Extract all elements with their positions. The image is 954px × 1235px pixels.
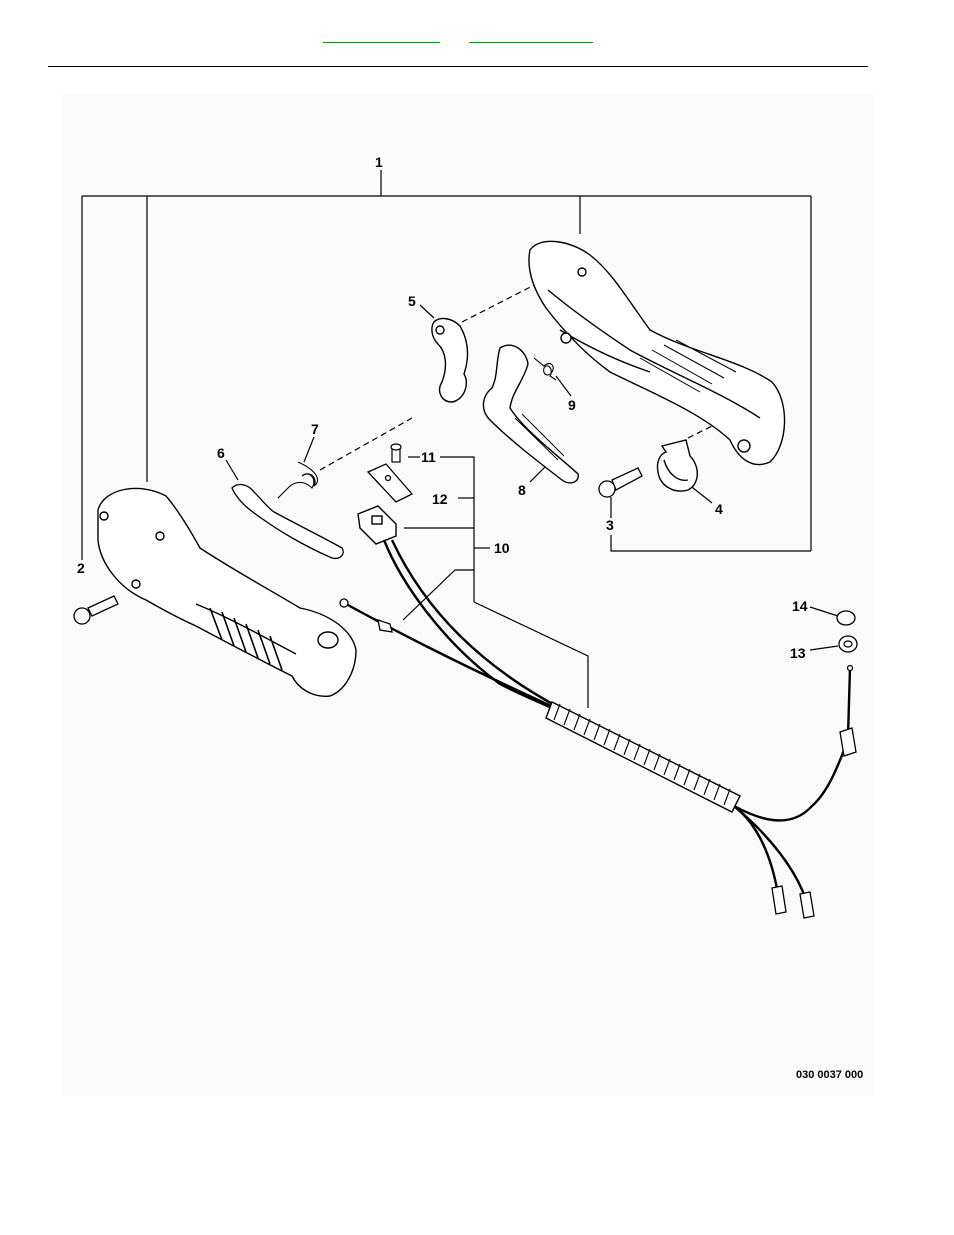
- spring-part-7: [278, 462, 317, 498]
- clip-part-12: [368, 464, 412, 502]
- nut-part-13: [839, 636, 857, 652]
- switch-part-10: [358, 506, 396, 544]
- throttle-trigger-part-8: [483, 345, 578, 483]
- callout-9: 9: [568, 397, 576, 413]
- clamp-part-4: [657, 440, 697, 491]
- screw-part-3: [599, 468, 642, 497]
- callout-1: 1: [375, 154, 383, 170]
- callout-4: 4: [715, 501, 723, 517]
- spiral-sleeve: [546, 702, 740, 812]
- nut-part-14: [837, 611, 855, 625]
- bolt-part-2: [74, 596, 118, 624]
- stop-lever-part-6: [232, 485, 343, 559]
- wiring-harness: [346, 540, 850, 900]
- screw-part-11: [391, 444, 401, 462]
- handle-right-half: [529, 241, 785, 464]
- callout-2: 2: [77, 560, 85, 576]
- callout-5: 5: [408, 293, 416, 309]
- callout-12: 12: [432, 491, 448, 507]
- callout-13: 13: [790, 645, 806, 661]
- spring-part-9: [534, 358, 556, 380]
- leader-lines: [82, 170, 838, 708]
- callout-14: 14: [792, 598, 808, 614]
- callout-8: 8: [518, 482, 526, 498]
- figure-code: 030 0037 000: [796, 1069, 863, 1081]
- handle-left-half: [98, 488, 356, 696]
- callout-11: 11: [421, 449, 436, 465]
- callout-3: 3: [606, 517, 614, 533]
- cable-fittings: [772, 666, 856, 919]
- callout-7: 7: [311, 421, 319, 437]
- callout-6: 6: [217, 445, 225, 461]
- latch-part-5: [432, 319, 468, 402]
- callout-10: 10: [494, 540, 510, 556]
